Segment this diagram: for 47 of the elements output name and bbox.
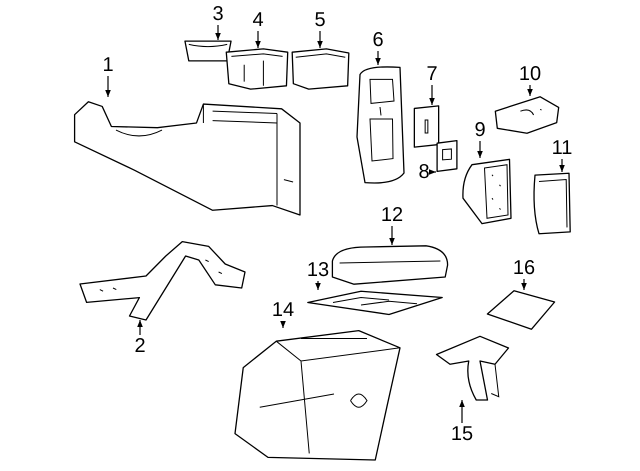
callout-number: 10 [517,63,543,85]
storage-bracket-drawing [462,158,512,225]
leader-arrow [317,31,323,48]
callout-number: 1 [100,54,116,76]
callout-number: 13 [305,259,331,281]
callout-number: 2 [132,335,148,357]
console-base-drawing [235,328,400,460]
leader-arrow [375,51,381,65]
switch-drawing [436,140,458,172]
storage-bin-drawing [291,48,350,90]
mounting-bracket-drawing [80,240,245,320]
leader-arrow [521,279,527,290]
pad-drawing [486,290,556,330]
callout-number: 11 [549,137,575,159]
armrest-lid-drawing [330,245,450,285]
callout-number: 7 [424,63,440,85]
leader-arrow [459,400,465,423]
leader-arrow [280,321,286,328]
lid-hinge-drawing [305,290,445,315]
callout-number: 4 [250,9,266,31]
cup-insert-drawing [184,40,232,62]
leader-arrow [215,25,221,40]
leader-arrow [477,141,483,158]
callout-number: 6 [370,29,386,51]
leader-arrow [559,159,565,172]
leader-arrow [105,76,111,97]
leader-arrow [137,320,143,335]
side-panel-drawing [355,65,405,185]
callout-number: 8 [416,161,432,183]
callout-number: 15 [449,423,475,445]
trim-plate-drawing [413,105,440,148]
shift-boot-drawing [435,335,510,400]
cover-plate-drawing [531,172,571,235]
leader-arrow [429,169,436,175]
storage-tray-drawing [225,48,289,90]
leader-arrow [429,85,435,105]
callout-number: 5 [312,9,328,31]
cup-holder-drawing [494,96,560,134]
leader-arrow [389,226,395,245]
callout-number: 9 [472,119,488,141]
callout-number: 14 [270,299,296,321]
leader-arrow [315,281,321,290]
leader-arrow [527,85,533,96]
callout-number: 12 [379,204,405,226]
callout-number: 3 [210,3,226,25]
callout-number: 16 [511,257,537,279]
leader-arrow [255,31,261,48]
